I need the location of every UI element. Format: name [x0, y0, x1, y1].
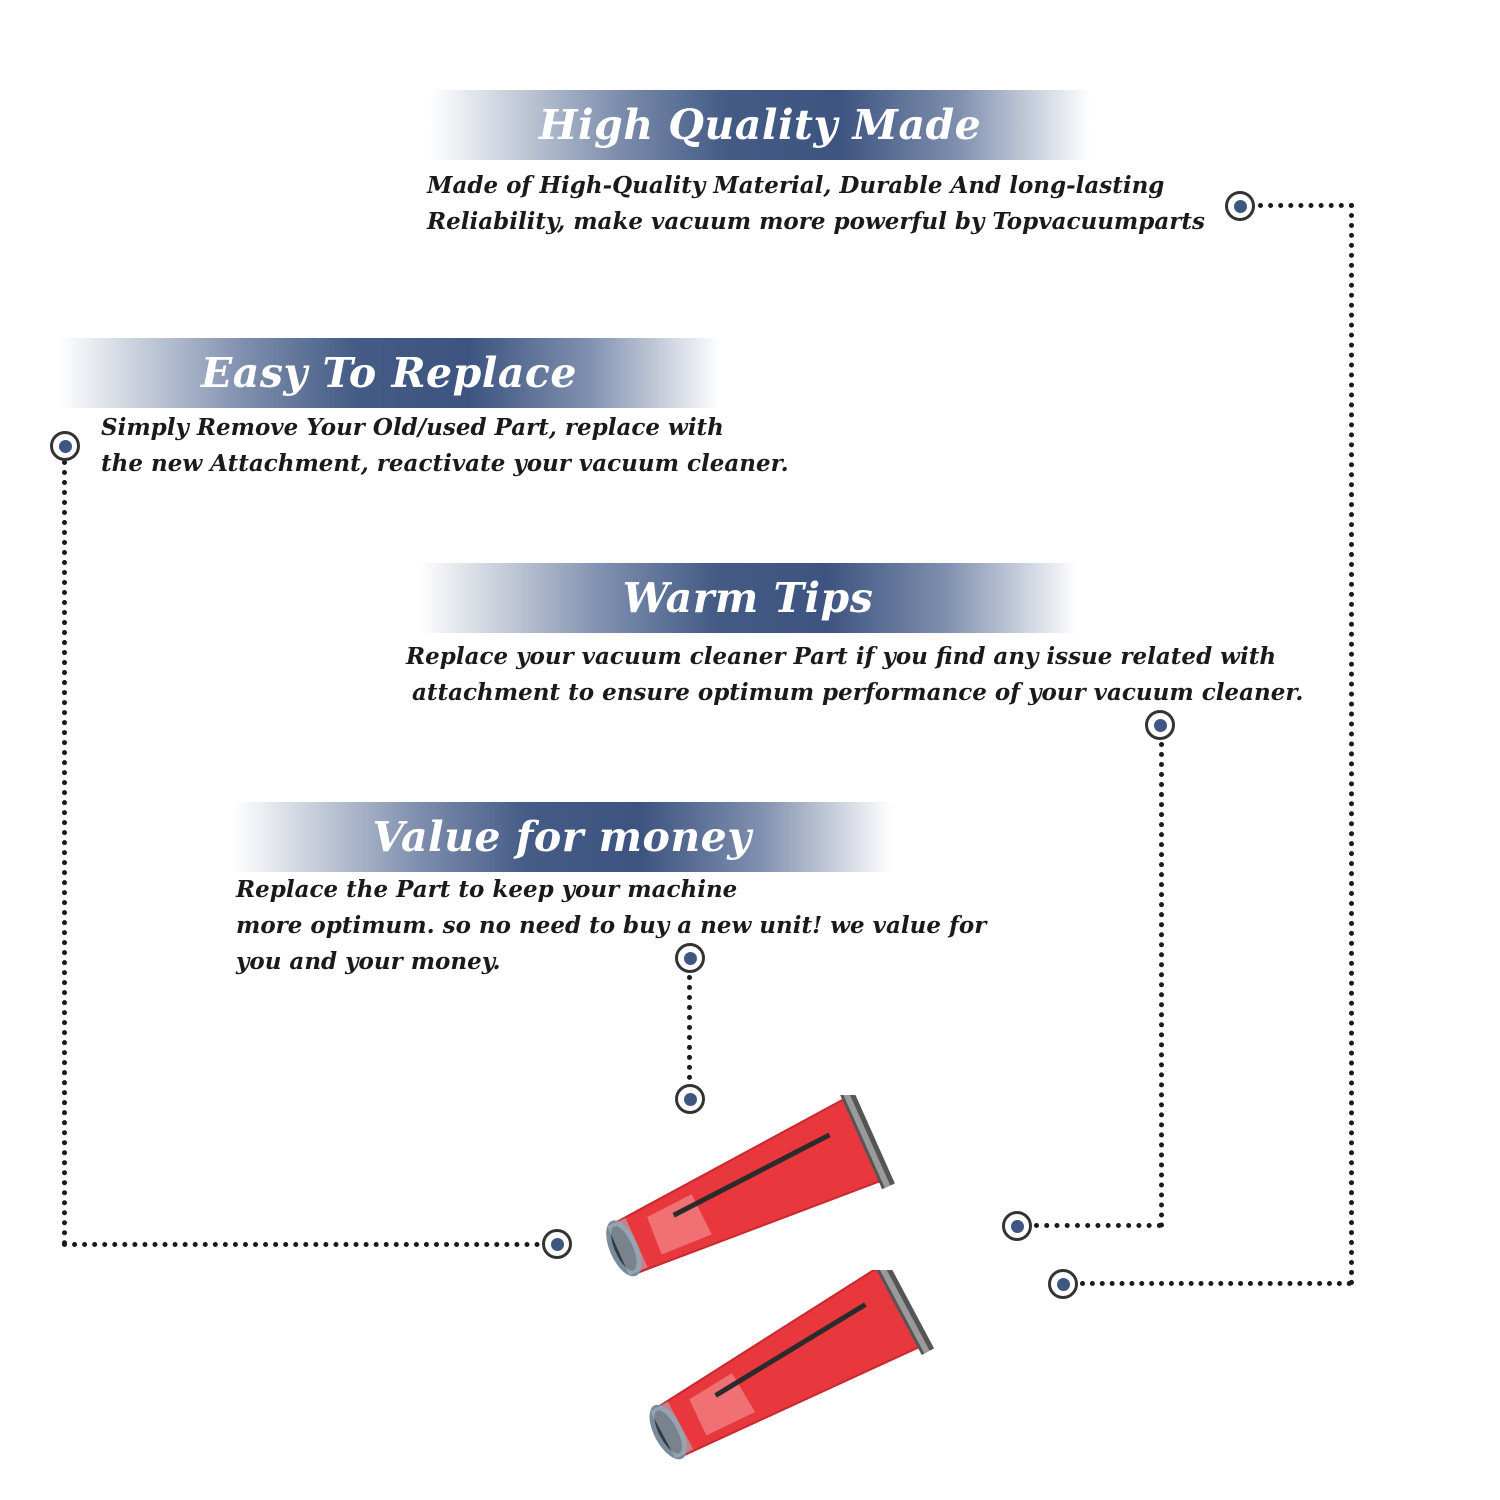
- description-line: attachment to ensure optimum performance…: [412, 679, 1304, 706]
- description-line: you and your money.: [236, 948, 501, 975]
- connector-bottom-right-outer: [1080, 1281, 1352, 1286]
- section-description: Replace your vacuum cleaner Part if you …: [406, 639, 1303, 711]
- node-marker-icon: [1225, 191, 1255, 221]
- node-marker-icon: [1048, 1269, 1078, 1299]
- section-description: Replace the Part to keep your machine mo…: [236, 872, 986, 980]
- section-title: High Quality Made: [538, 101, 982, 149]
- node-marker-icon: [50, 431, 80, 461]
- connector-right-inner: [1159, 742, 1164, 1228]
- description-line: Reliability, make vacuum more powerful b…: [427, 208, 1205, 235]
- node-marker-icon: [1002, 1211, 1032, 1241]
- vacuum-bag-image: [649, 1270, 935, 1460]
- node-marker-icon: [1145, 710, 1175, 740]
- section-description: Simply Remove Your Old/used Part, replac…: [101, 410, 789, 482]
- node-marker-icon: [542, 1229, 572, 1259]
- section-title-banner: Easy To Replace: [58, 338, 720, 408]
- section-title-banner: Value for money: [232, 802, 892, 872]
- connector-bottom-right-inner: [1034, 1223, 1162, 1228]
- connector-right-outer: [1349, 203, 1354, 1286]
- section-title-banner: Warm Tips: [418, 563, 1078, 633]
- description-line: more optimum. so no need to buy a new un…: [236, 912, 987, 939]
- description-line: Replace the Part to keep your machine: [236, 876, 738, 903]
- section-description: Made of High-Quality Material, Durable A…: [427, 168, 1205, 240]
- connector-top: [1258, 203, 1354, 208]
- section-title: Easy To Replace: [201, 349, 577, 397]
- description-line: Simply Remove Your Old/used Part, replac…: [101, 414, 724, 441]
- connector-left: [62, 460, 67, 1246]
- node-marker-icon: [675, 943, 705, 973]
- description-line: Made of High-Quality Material, Durable A…: [427, 172, 1165, 199]
- description-line: the new Attachment, reactivate your vacu…: [101, 450, 789, 477]
- vacuum-bag-image: [606, 1095, 895, 1277]
- section-title: Warm Tips: [622, 574, 874, 622]
- connector-bottom-left: [62, 1242, 540, 1247]
- node-marker-icon: [675, 1084, 705, 1114]
- section-title-banner: High Quality Made: [430, 90, 1090, 160]
- description-line: Replace your vacuum cleaner Part if you …: [406, 643, 1277, 670]
- section-title: Value for money: [372, 813, 752, 861]
- connector-center: [687, 975, 692, 1080]
